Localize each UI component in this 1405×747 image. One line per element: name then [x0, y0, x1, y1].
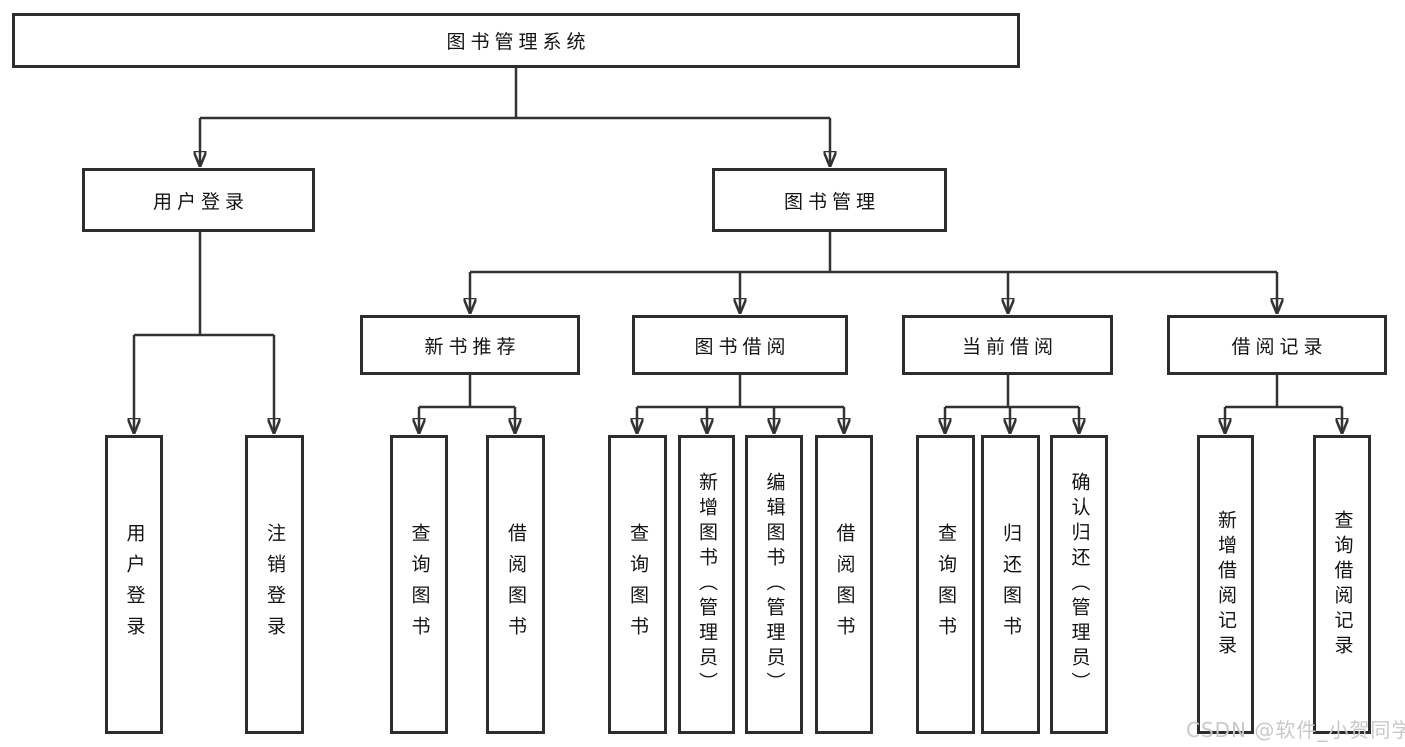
node-library-management-system: 图书管理系统 — [12, 13, 1020, 68]
node-leaf-borrow-books-recommend: 借阅图书 — [486, 435, 545, 734]
node-label: 用户登录 — [152, 190, 249, 213]
node-leaf-borrow-books: 借阅图书 — [815, 435, 873, 734]
node-current-borrowing: 当前借阅 — [902, 315, 1113, 375]
connector-user-login-to-leaves — [134, 232, 274, 433]
node-label: 当前借阅 — [961, 335, 1058, 358]
node-label: 图书管理 — [783, 190, 880, 213]
connector-book-borrow-to-leaves — [637, 375, 844, 433]
node-label: 新书推荐 — [424, 335, 521, 358]
node-book-management: 图书管理 — [712, 168, 947, 232]
node-label: 借阅图书 — [505, 522, 527, 647]
node-leaf-return-books: 归还图书 — [981, 435, 1040, 734]
node-label: 新增图书（管理员） — [696, 472, 718, 697]
node-label: 编辑图书（管理员） — [763, 472, 786, 697]
node-book-borrowing: 图书借阅 — [632, 315, 848, 375]
node-label: 新增借阅记录 — [1215, 509, 1237, 660]
node-label: 用户登录 — [123, 522, 146, 647]
node-label: 查询图书 — [935, 522, 957, 647]
node-label: 借阅图书 — [833, 522, 856, 647]
node-leaf-query-books-current: 查询图书 — [916, 435, 975, 734]
node-label: 确认归还（管理员） — [1068, 472, 1091, 697]
node-leaf-confirm-return-admin: 确认归还（管理员） — [1050, 435, 1108, 734]
connector-book-mgmt-to-level3 — [470, 232, 1277, 313]
node-leaf-query-borrow-record: 查询借阅记录 — [1313, 435, 1371, 734]
node-label: 图书借阅 — [694, 335, 791, 358]
node-label: 借阅记录 — [1231, 335, 1328, 358]
node-label: 归还图书 — [1000, 522, 1022, 647]
connector-root-to-level2 — [200, 68, 830, 166]
connector-current-borrow-to-leaves — [945, 375, 1079, 433]
node-label: 注销登录 — [264, 522, 286, 647]
node-leaf-edit-books-admin: 编辑图书（管理员） — [745, 435, 803, 734]
node-label: 查询图书 — [408, 522, 431, 647]
node-leaf-logout: 注销登录 — [245, 435, 304, 734]
node-leaf-query-books: 查询图书 — [608, 435, 667, 734]
node-leaf-add-borrow-record: 新增借阅记录 — [1197, 435, 1254, 734]
connector-borrow-records-to-leaves — [1225, 375, 1342, 433]
connector-new-book-rec-to-leaves — [419, 375, 515, 433]
node-label: 查询借阅记录 — [1331, 509, 1354, 660]
node-leaf-query-books-recommend: 查询图书 — [390, 435, 448, 734]
node-label: 查询图书 — [627, 522, 649, 647]
node-user-login: 用户登录 — [82, 168, 315, 232]
node-label: 图书管理系统 — [446, 31, 591, 53]
node-leaf-user-login: 用户登录 — [105, 435, 163, 734]
node-leaf-add-books-admin: 新增图书（管理员） — [678, 435, 735, 734]
csdn-watermark: CSDN @软件_小贺同学 — [1186, 718, 1405, 742]
node-borrowing-records: 借阅记录 — [1167, 315, 1387, 375]
node-new-book-recommend: 新书推荐 — [360, 315, 580, 375]
